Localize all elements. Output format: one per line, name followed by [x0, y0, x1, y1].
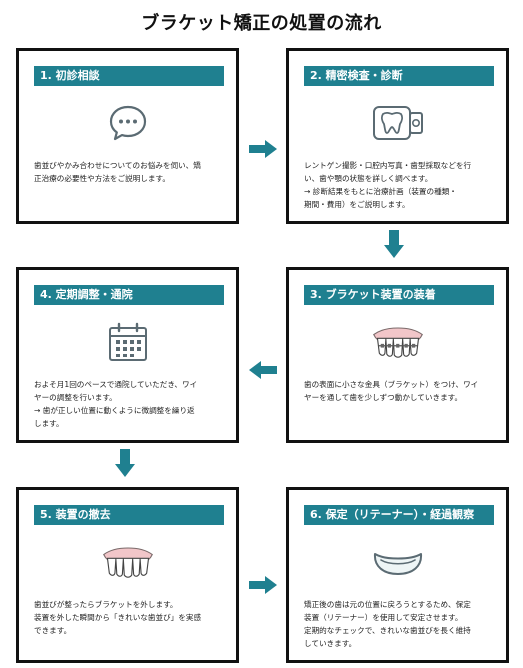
arrow-left-icon [248, 360, 278, 380]
arrow-right-icon [248, 139, 278, 159]
step-description-line: 矯正後の歯は元の位置に戻ろうとするため、保定 [304, 600, 471, 609]
calendar-icon [100, 318, 156, 366]
step-description-line: します。 [34, 419, 64, 428]
step-description-line: 歯の表面に小さな金具（ブラケット）をつけ、ワイ [304, 380, 479, 389]
step-description-line: → 診断結果をもとに治療計画（装置の種類・ [304, 187, 457, 196]
step-description-line: 正治療の必要性や方法をご説明します。 [34, 174, 170, 183]
step-card-2: 2. 精密検査・診断 レントゲン撮影・口腔内写真・歯型採取などを行 い、歯や顎の… [286, 48, 509, 224]
step-description-line: ヤーの調整を行います。 [34, 393, 117, 402]
step-description-line: 装置を外した瞬間から「きれいな歯並び」を実感 [34, 613, 202, 622]
step-description: 歯の表面に小さな金具（ブラケット）をつけ、ワイ ヤーを通して歯を少しずつ動かして… [304, 378, 496, 404]
step-heading: 1. 初診相談 [34, 66, 224, 86]
step-description: およそ月1回のペースで通院していただき、ワイ ヤーの調整を行います。 → 歯が正… [34, 378, 226, 430]
teeth-with-braces-icon [370, 318, 426, 366]
step-description-line: 歯並びが整ったらブラケットを外します。 [34, 600, 178, 609]
step-description-line: できます。 [34, 626, 72, 635]
step-description-line: 期間・費用）をご説明します。 [304, 200, 410, 209]
page-title: ブラケット矯正の処置の流れ [141, 13, 382, 34]
step-description-line: 装置（リテーナー）を使用して安定させます。 [304, 613, 463, 622]
step-card-1: 1. 初診相談 歯並びやかみ合わせについてのお悩みを伺い、矯 正治療の必要性や方… [16, 48, 239, 224]
step-description-line: およそ月1回のペースで通院していただき、ワイ [34, 380, 198, 389]
step-description: 歯並びが整ったらブラケットを外します。 装置を外した瞬間から「きれいな歯並び」を… [34, 598, 226, 637]
arrow-down-icon [114, 448, 136, 478]
step-heading: 4. 定期調整・通院 [34, 285, 224, 305]
step-heading: 6. 保定（リテーナー）・経過観察 [304, 505, 494, 525]
step-description-line: レントゲン撮影・口腔内写真・歯型採取などを行 [304, 161, 472, 170]
step-heading: 2. 精密検査・診断 [304, 66, 494, 86]
step-heading: 3. ブラケット装置の装着 [304, 285, 494, 305]
step-card-6: 6. 保定（リテーナー）・経過観察 矯正後の歯は元の位置に戻ろうとするため、保定… [286, 487, 509, 663]
teeth-icon [100, 538, 156, 586]
step-card-3: 3. ブラケット装置の装着 歯の表面に小さな金具（ブラケット）をつけ、ワイ ヤー… [286, 267, 509, 443]
step-description-line: → 歯が正しい位置に動くように微調整を繰り返 [34, 406, 195, 415]
step-description-line: ヤーを通して歯を少しずつ動かしていきます。 [304, 393, 463, 402]
step-description-line: 定期的なチェックで、きれいな歯並びを長く維持 [304, 626, 471, 635]
step-description-line: していきます。 [304, 639, 357, 648]
arrow-right-icon [248, 575, 278, 595]
step-card-5: 5. 装置の撤去 歯並びが整ったらブラケットを外します。 装置を外した瞬間から「… [16, 487, 239, 663]
retainer-icon [370, 538, 426, 586]
arrow-down-icon [383, 229, 405, 259]
step-description: 歯並びやかみ合わせについてのお悩みを伺い、矯 正治療の必要性や方法をご説明します… [34, 159, 226, 185]
step-description-line: い、歯や顎の状態を詳しく調べます。 [304, 174, 433, 183]
dental-xray-icon [370, 99, 426, 147]
step-description-line: 歯並びやかみ合わせについてのお悩みを伺い、矯 [34, 161, 201, 170]
step-description: 矯正後の歯は元の位置に戻ろうとするため、保定 装置（リテーナー）を使用して安定さ… [304, 598, 496, 650]
step-heading: 5. 装置の撤去 [34, 505, 224, 525]
step-card-4: 4. 定期調整・通院 およそ月1回のペースで通院していただき、ワイ ヤーの調整を… [16, 267, 239, 443]
step-description: レントゲン撮影・口腔内写真・歯型採取などを行 い、歯や顎の状態を詳しく調べます。… [304, 159, 496, 211]
chat-bubble-icon [100, 99, 156, 147]
